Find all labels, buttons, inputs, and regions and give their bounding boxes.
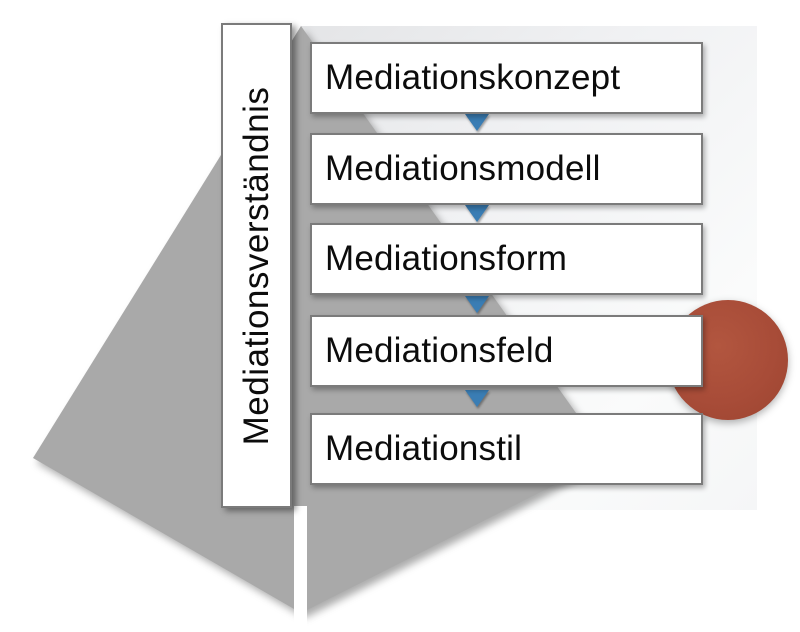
step-label: Mediationsform [325, 239, 568, 278]
step-label: Mediationstil [325, 429, 523, 468]
step-box-mediationsfeld: Mediationsfeld [310, 315, 703, 387]
step-label: Mediationsfeld [325, 331, 554, 370]
vertical-label-box: Mediationsverständnis [221, 23, 292, 508]
down-arrow-icon [465, 296, 489, 313]
step-label: Mediationsmodell [325, 149, 601, 188]
down-arrow-icon [465, 114, 489, 131]
down-arrow-icon [465, 205, 489, 222]
funnel-split-gap [294, 506, 307, 632]
down-arrow-icon [465, 390, 489, 407]
step-box-mediationskonzept: Mediationskonzept [310, 42, 703, 114]
step-box-mediationsform: Mediationsform [310, 223, 703, 295]
step-box-mediationsmodell: Mediationsmodell [310, 133, 703, 205]
step-box-mediationstil: Mediationstil [310, 413, 703, 485]
vertical-label: Mediationsverständnis [236, 86, 276, 445]
step-label: Mediationskonzept [325, 58, 621, 97]
